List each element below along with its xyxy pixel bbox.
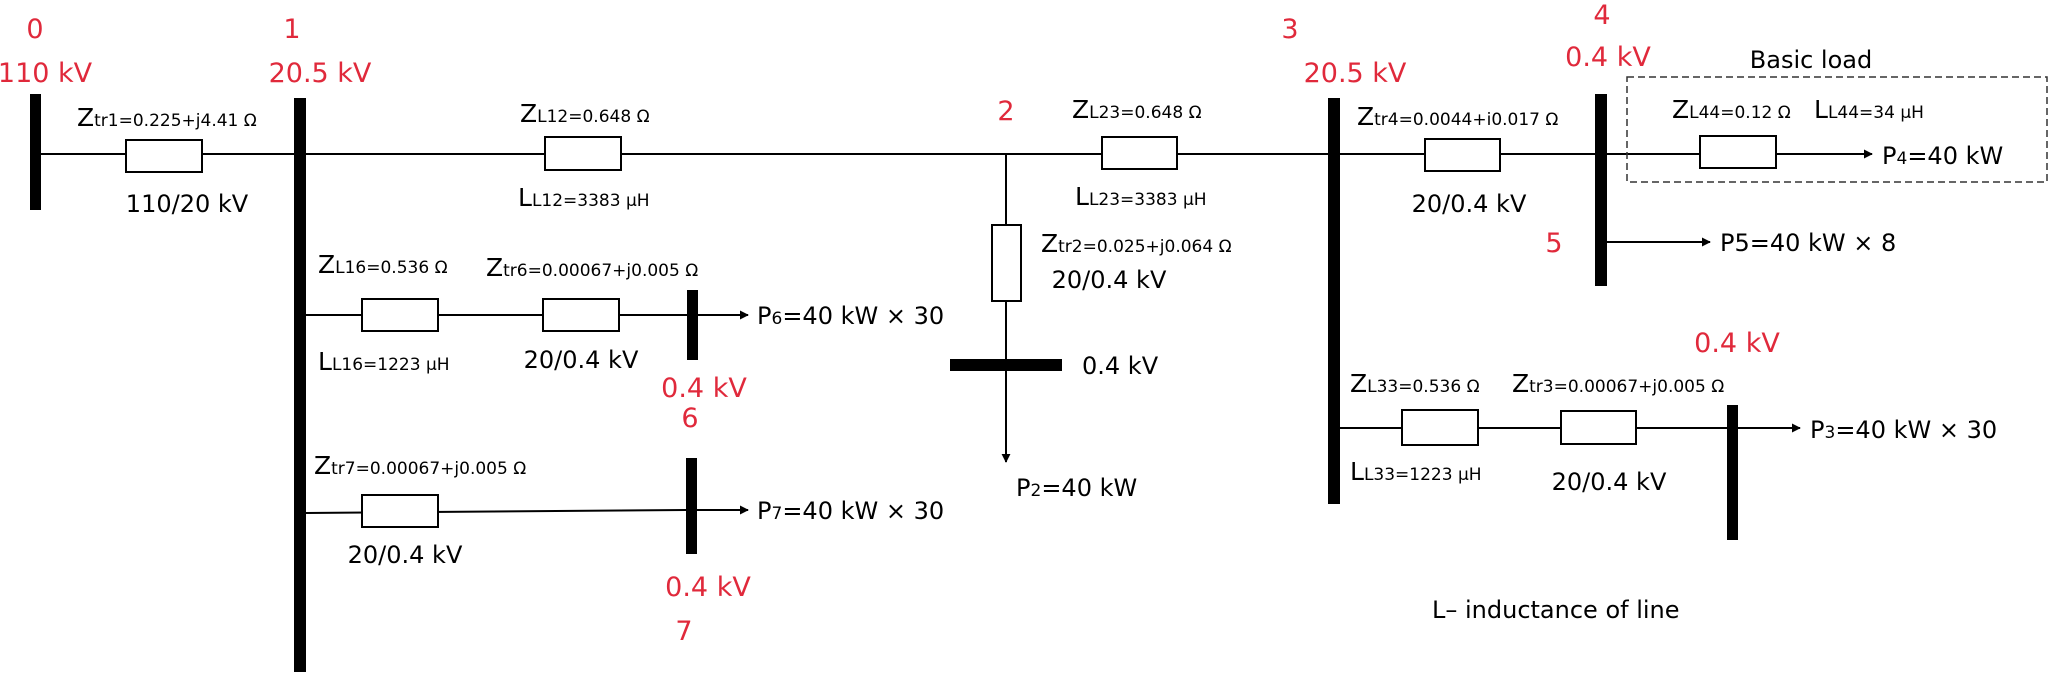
bus-1 (294, 98, 306, 672)
bus-7 (686, 458, 697, 554)
node-0-id: 0 (26, 14, 43, 45)
node-1-voltage: 20.5 kV (269, 58, 372, 89)
box-zl23 (1101, 136, 1178, 170)
label-ztr2: Ztr2=0.025+j0.064 Ω (1041, 229, 1232, 258)
box-zl12 (544, 136, 622, 171)
bus-0 (30, 94, 41, 210)
label-zl23: ZL23=0.648 Ω (1072, 95, 1202, 124)
node-6-id: 6 (681, 403, 698, 434)
node-2-id: 2 (997, 96, 1014, 127)
label-ztr4: Ztr4=0.0044+i0.017 Ω (1357, 102, 1558, 131)
legend-note: L– inductance of line (1432, 596, 1680, 624)
node-1-id: 1 (283, 14, 300, 45)
node-0-voltage: 110 kV (0, 58, 93, 89)
ratio-tr7: 20/0.4 kV (348, 541, 463, 569)
label-zl44: ZL44=0.12 Ω (1672, 95, 1791, 124)
label-zl12: ZL12=0.648 Ω (520, 99, 650, 128)
ratio-tr1: 110/20 kV (126, 190, 249, 218)
ratio-tr4: 20/0.4 kV (1412, 190, 1527, 218)
box-ztr6 (542, 298, 620, 332)
bus-2-voltage: 0.4 kV (1082, 352, 1159, 380)
box-ztr7 (361, 494, 439, 528)
load-p4: P4=40 kW (1882, 142, 2003, 170)
box-ztr3 (1560, 410, 1637, 445)
node-4-voltage: 0.4 kV (1565, 42, 1651, 73)
box-zl33 (1401, 409, 1479, 446)
bus-3 (1328, 98, 1340, 504)
box-ztr1 (125, 139, 203, 173)
load-p7: P7=40 kW × 30 (757, 497, 944, 525)
node-3-id: 3 (1281, 14, 1298, 45)
box-ztr2 (991, 224, 1022, 302)
box-zl44 (1699, 135, 1777, 169)
label-ztr7: Ztr7=0.00067+j0.005 Ω (314, 451, 526, 480)
bus-4 (1595, 94, 1607, 286)
basic-load-box (1626, 76, 2048, 183)
label-ll12: LL12=3383 μH (518, 183, 650, 212)
ratio-tr2: 20/0.4 kV (1052, 266, 1167, 294)
bus-3b-lv (1727, 405, 1738, 540)
basic-load-title: Basic load (1750, 46, 1872, 74)
ratio-tr6: 20/0.4 kV (524, 346, 639, 374)
box-zl16 (361, 298, 439, 332)
load-p2: P2=40 kW (1016, 474, 1137, 502)
label-ztr1: Ztr1=0.225+j4.41 Ω (77, 103, 257, 132)
node-6-voltage: 0.4 kV (661, 373, 747, 404)
label-ll16: LL16=1223 μH (318, 347, 450, 376)
load-p3: P3=40 kW × 30 (1810, 416, 1997, 444)
node-7-voltage: 0.4 kV (665, 572, 751, 603)
node-4-id: 4 (1593, 0, 1610, 31)
label-zl33: ZL33=0.536 Ω (1350, 369, 1480, 398)
ratio-tr3: 20/0.4 kV (1552, 468, 1667, 496)
label-ll33: LL33=1223 μH (1350, 457, 1482, 486)
node-7-id: 7 (675, 616, 692, 647)
box-ztr4 (1424, 138, 1501, 172)
label-ztr6: Ztr6=0.00067+j0.005 Ω (486, 253, 698, 282)
load-p5: P5=40 kW × 8 (1720, 229, 1896, 257)
load-p6: P6=40 kW × 30 (757, 302, 944, 330)
label-zl16: ZL16=0.536 Ω (318, 250, 448, 279)
label-ll44: LL44=34 μH (1814, 95, 1924, 124)
node-5-id: 5 (1545, 228, 1562, 259)
label-ll23: LL23=3383 μH (1075, 182, 1207, 211)
label-ztr3: Ztr3=0.00067+j0.005 Ω (1512, 369, 1724, 398)
bus-2-lv (950, 359, 1062, 371)
node-3-voltage: 20.5 kV (1304, 58, 1407, 89)
bus-6 (687, 290, 698, 360)
node-3b-voltage: 0.4 kV (1694, 328, 1780, 359)
